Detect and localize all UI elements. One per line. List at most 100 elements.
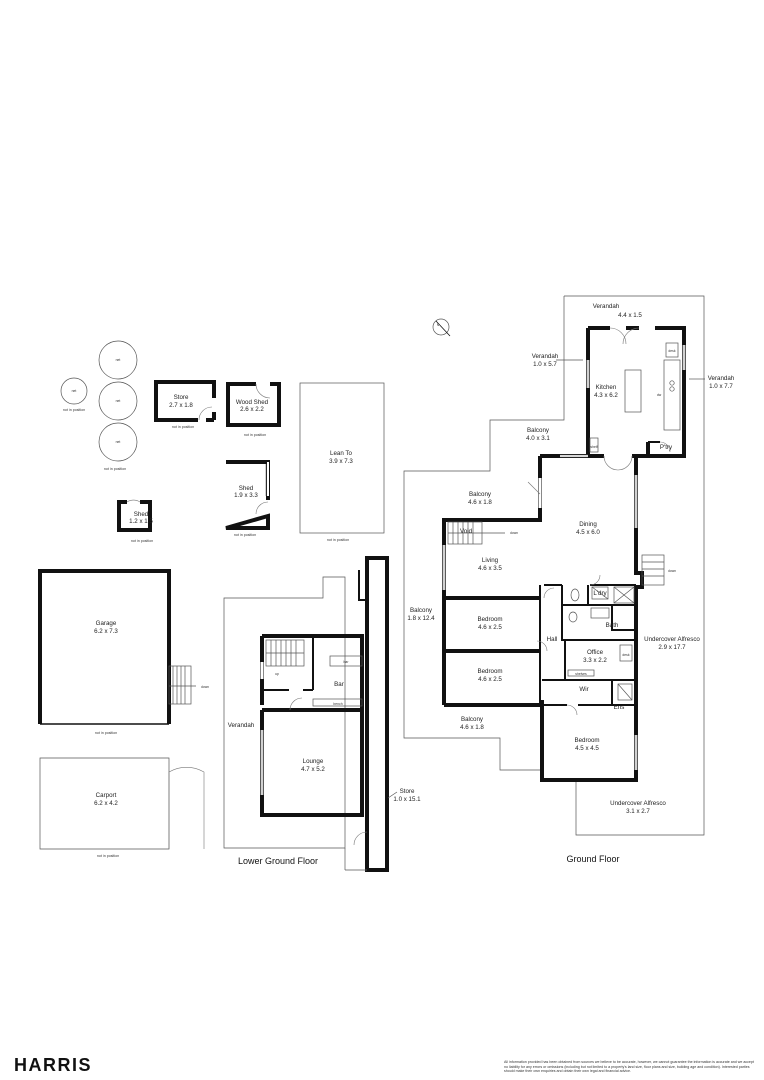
lower-ground-floor: up bar bench Bar Verandah Lounge 4.7 x 5… xyxy=(223,556,421,872)
bedroom3-name: Bedroom xyxy=(574,737,599,744)
kitchen-shelf: shelf xyxy=(590,445,597,449)
balcony-side-name: Balcony xyxy=(410,607,433,614)
kitchen-dw: dw xyxy=(657,393,662,397)
verandah-right-dims: 1.0 x 7.7 xyxy=(709,383,733,390)
store-building: Store 2.7 x 1.8 not in position xyxy=(154,380,216,429)
garage-down: down xyxy=(201,685,209,689)
wood-shed-building: Wood Shed 2.6 x 2.2 not in position xyxy=(226,382,281,437)
carport-note: not in position xyxy=(97,854,119,858)
tank-label: net xyxy=(116,399,121,403)
office-dims: 3.3 x 2.2 xyxy=(583,657,607,664)
tank-note: not in position xyxy=(63,408,85,412)
balcony-side-dims: 1.8 x 12.4 xyxy=(407,615,435,622)
wood-shed-name: Wood Shed xyxy=(236,399,269,406)
office-name: Office xyxy=(587,649,604,656)
compass-north: N xyxy=(432,318,451,337)
lg-up: up xyxy=(275,672,279,676)
bedroom1-name: Bedroom xyxy=(477,616,502,623)
lean-to-note: not in position xyxy=(327,538,349,542)
carport-name: Carport xyxy=(96,792,117,799)
shed-note: not in position xyxy=(234,533,256,537)
disclaimer-text: All information provided has been obtain… xyxy=(504,1060,754,1074)
verandah-top-name: Verandah xyxy=(593,303,620,310)
lean-to-dims: 3.9 x 7.3 xyxy=(329,458,353,465)
lg-bar-name: Bar xyxy=(334,681,344,688)
ground-floor: desk dw shelf P'try Verandah 4.4 x 1.5 K… xyxy=(403,295,735,864)
garage-building: down Garage 6.2 x 7.3 not in position xyxy=(38,569,209,735)
bedroom2-dims: 4.6 x 2.5 xyxy=(478,676,502,683)
bedroom3-dims: 4.5 x 4.5 xyxy=(575,745,599,752)
kitchen-desk: desk xyxy=(668,349,675,353)
office-shelves: shelves xyxy=(575,672,587,676)
verandah-left-dims: 1.0 x 5.7 xyxy=(533,361,557,368)
small-shed-dims: 1.2 x 1.5 xyxy=(129,518,153,525)
lean-to-name: Lean To xyxy=(330,450,352,457)
carport-dims: 6.2 x 4.2 xyxy=(94,800,118,807)
balcony-mid-dims: 4.6 x 1.8 xyxy=(468,499,492,506)
shed-building: Shed 1.9 x 3.3 not in position xyxy=(225,460,270,537)
harris-logo: HARRIS xyxy=(14,1055,93,1075)
alfresco-right-name: Undercover Alfresco xyxy=(644,636,700,643)
lower-ground-title: Lower Ground Floor xyxy=(238,856,318,866)
lg-store-dims: 1.0 x 15.1 xyxy=(393,796,421,803)
alfresco-bottom-name: Undercover Alfresco xyxy=(610,800,666,807)
bedroom2-name: Bedroom xyxy=(477,668,502,675)
tank-label: net xyxy=(116,440,121,444)
water-tanks: net net net net not in position not in p… xyxy=(60,340,138,471)
wir-name: Wir xyxy=(579,686,588,693)
garage-dims: 6.2 x 7.3 xyxy=(94,628,118,635)
ground-floor-title: Ground Floor xyxy=(566,854,619,864)
void-name: Void xyxy=(460,528,473,535)
lg-bench: bench xyxy=(333,702,342,706)
laundry-name: L'dry xyxy=(593,590,607,597)
living-dims: 4.6 x 3.5 xyxy=(478,565,502,572)
dining-name: Dining xyxy=(579,521,597,528)
lg-verandah-name: Verandah xyxy=(228,722,255,729)
alfresco-bottom-dims: 3.1 x 2.7 xyxy=(626,808,650,815)
tanks-note: not in position xyxy=(104,467,126,471)
small-shed-name: Shed xyxy=(134,511,149,518)
balcony-mid-name: Balcony xyxy=(469,491,492,498)
tank-label: net xyxy=(72,389,77,393)
small-shed-note: not in position xyxy=(131,539,153,543)
balcony-bottom-name: Balcony xyxy=(461,716,484,723)
wood-shed-dims: 2.6 x 2.2 xyxy=(240,406,264,413)
kitchen-name: Kitchen xyxy=(596,384,617,391)
small-shed-building: Shed 1.2 x 1.5 not in position xyxy=(117,499,153,543)
garage-stairs xyxy=(168,665,196,705)
alfresco-right-dims: 2.9 x 17.7 xyxy=(658,644,686,651)
ens-name: Ens xyxy=(614,704,625,711)
lg-bar-label: bar xyxy=(344,660,350,664)
balcony-bottom-dims: 4.6 x 1.8 xyxy=(460,724,484,731)
lg-store-name: Store xyxy=(400,788,415,795)
shed-dims: 1.9 x 3.3 xyxy=(234,492,258,499)
shed-name: Shed xyxy=(239,485,254,492)
office-desk: desk xyxy=(622,653,629,657)
store-note: not in position xyxy=(172,425,194,429)
verandah-left-name: Verandah xyxy=(532,353,559,360)
bath-name: Bath xyxy=(606,622,619,629)
balcony-top-name: Balcony xyxy=(527,427,550,434)
verandah-right-name: Verandah xyxy=(708,375,735,382)
bedroom1-dims: 4.6 x 2.5 xyxy=(478,624,502,631)
store-name: Store xyxy=(174,394,189,401)
pantry-name: P'try xyxy=(660,444,673,451)
living-name: Living xyxy=(482,557,499,564)
kitchen-dims: 4.3 x 6.2 xyxy=(594,392,618,399)
store-dims: 2.7 x 1.8 xyxy=(169,402,193,409)
dining-dims: 4.5 x 6.0 xyxy=(576,529,600,536)
wood-shed-note: not in position xyxy=(244,433,266,437)
garage-note: not in position xyxy=(95,731,117,735)
lg-lounge-name: Lounge xyxy=(303,758,324,765)
void-down: down xyxy=(510,531,518,535)
lg-lounge-dims: 4.7 x 5.2 xyxy=(301,766,325,773)
balcony-top-dims: 4.0 x 3.1 xyxy=(526,435,550,442)
tank-label: net xyxy=(116,358,121,362)
ground-down: down xyxy=(668,569,676,573)
hall-name: Hall xyxy=(547,636,558,643)
verandah-top-dims: 4.4 x 1.5 xyxy=(618,312,642,319)
carport-building: Carport 6.2 x 4.2 not in position xyxy=(39,757,205,858)
compass-label: N xyxy=(437,323,440,327)
garage-name: Garage xyxy=(96,620,117,627)
